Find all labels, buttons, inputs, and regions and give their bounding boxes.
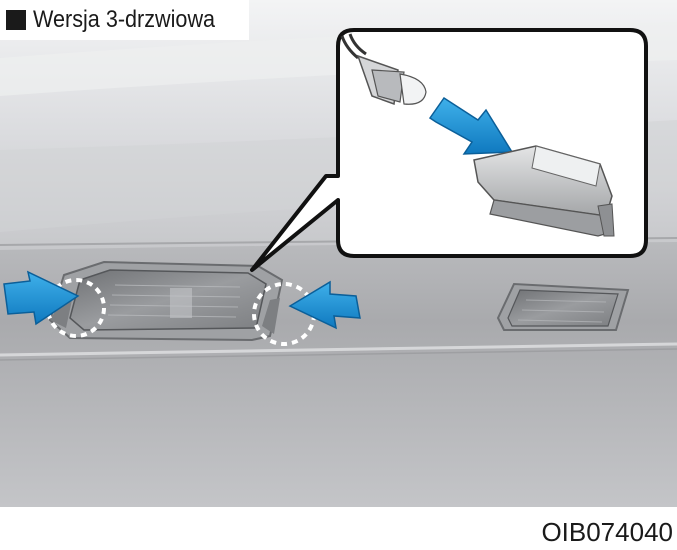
black-square-icon — [6, 10, 26, 30]
bulb-socket-icon — [340, 33, 427, 106]
blue-arrow-left-icon — [3, 270, 80, 326]
caption-label: Wersja 3-drzwiowa — [33, 6, 216, 33]
figure-code: OIB074040 — [541, 517, 673, 547]
license-lamp-right — [496, 282, 630, 331]
lamp-housing-icon — [473, 145, 615, 237]
license-lamp-left — [48, 260, 284, 342]
blue-arrow-right-icon — [288, 280, 361, 330]
license-plate-lamp-illustration — [0, 0, 677, 507]
caption-header: Wersja 3-drzwiowa — [0, 0, 250, 40]
left-clip-highlight — [46, 278, 106, 338]
